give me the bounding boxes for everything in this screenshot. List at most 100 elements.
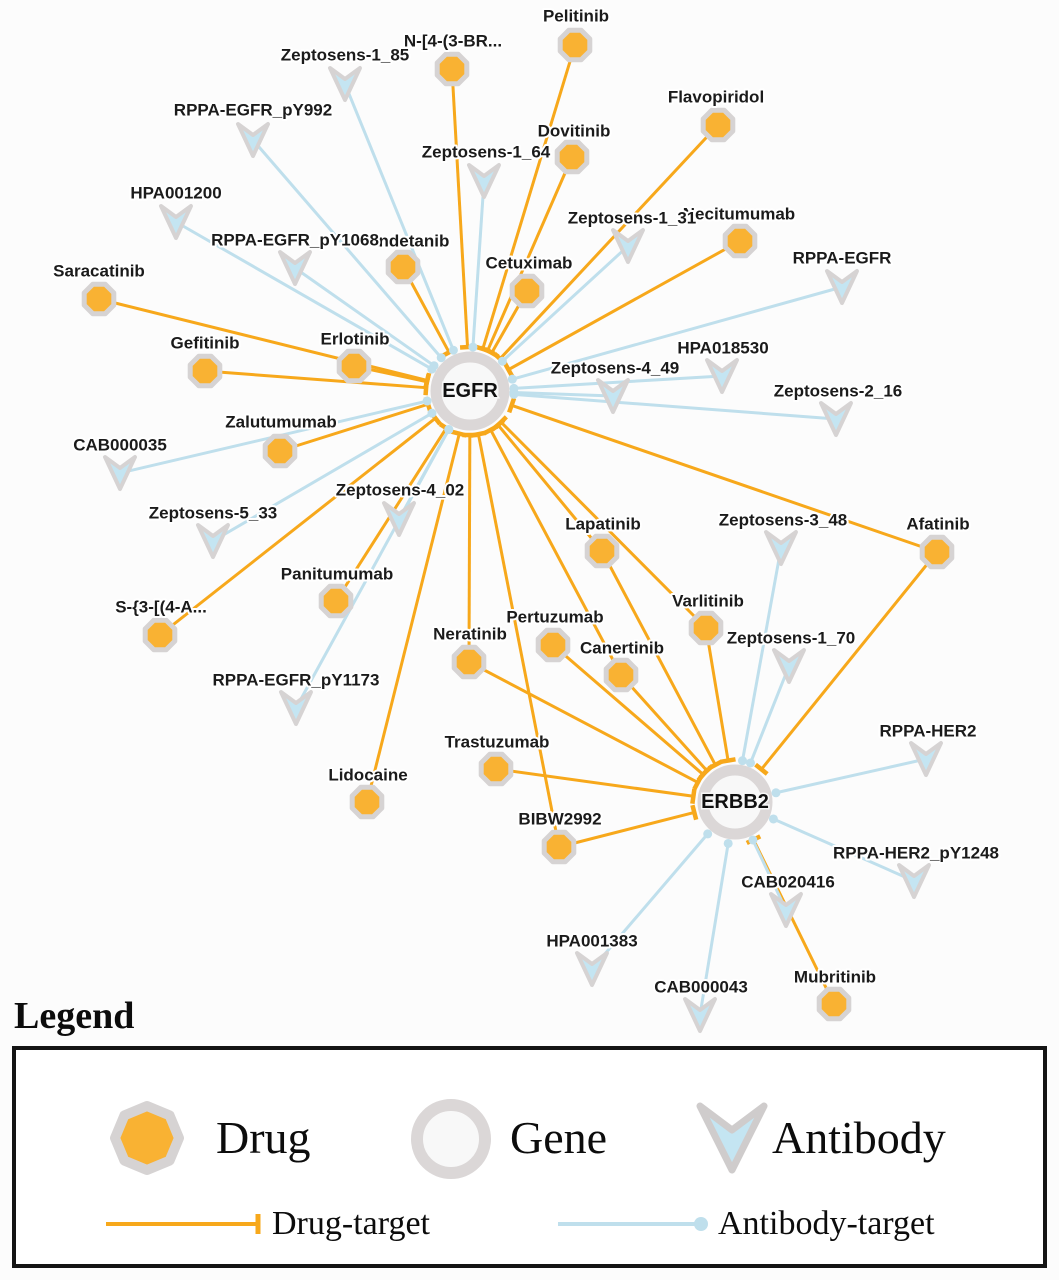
drug-node-saracatinib[interactable] bbox=[81, 281, 117, 317]
node-label: RPPA-HER2_pY1248 bbox=[833, 844, 999, 863]
drug-node-s-3-4-a[interactable] bbox=[142, 617, 178, 653]
drug-target-edge bbox=[495, 767, 697, 804]
node-label: RPPA-EGFR_pY1173 bbox=[213, 671, 380, 690]
gene-node-label: ERBB2 bbox=[701, 791, 769, 813]
drug-node-cetuximab[interactable] bbox=[509, 273, 545, 309]
antibody-target-edge bbox=[507, 285, 843, 384]
node-label: HPA018530 bbox=[677, 339, 768, 358]
antibody-node-cab000035[interactable] bbox=[103, 455, 137, 491]
drug-node-vandetanib[interactable] bbox=[385, 249, 421, 285]
antibody-target-edge bbox=[590, 829, 713, 970]
drug-node-afatinib[interactable] bbox=[919, 534, 955, 570]
antibody-node-zeptosens-1-70[interactable] bbox=[772, 648, 806, 684]
antibody-target-edge bbox=[771, 757, 927, 798]
antibody-target-edge bbox=[294, 425, 454, 709]
node-label: Dovitinib bbox=[538, 122, 611, 141]
antibody-node-hpa001200[interactable] bbox=[159, 204, 193, 240]
gene-legend-label: Gene bbox=[510, 1112, 608, 1163]
drug-target-legend-line bbox=[106, 1214, 261, 1234]
node-label: Varlitinib bbox=[672, 592, 744, 611]
antibody-node-cab000043[interactable] bbox=[683, 997, 717, 1033]
drug-target-edge bbox=[494, 415, 708, 630]
node-layer: EGFR ERBB2 bbox=[81, 27, 955, 1033]
antibody-node-hpa018530[interactable] bbox=[705, 358, 739, 394]
antibody-target-edge bbox=[497, 244, 630, 366]
drug-node-flavopiridol[interactable] bbox=[700, 107, 736, 143]
drug-target-edge bbox=[704, 627, 736, 765]
node-label: HPA001200 bbox=[130, 184, 221, 203]
drug-target-edge bbox=[619, 673, 715, 778]
gene-node-erbb2[interactable]: ERBB2 bbox=[697, 764, 773, 840]
node-label: Gefitinib bbox=[171, 334, 240, 353]
drug-node-trastuzumab[interactable] bbox=[478, 751, 514, 787]
drug-node-mubritinib[interactable] bbox=[816, 986, 852, 1022]
drug-target-edge bbox=[470, 430, 561, 848]
antibody-node-rppa-her2[interactable] bbox=[909, 741, 943, 777]
node-label: Trastuzumab bbox=[445, 733, 550, 752]
drug-node-erlotinib[interactable] bbox=[336, 348, 372, 384]
node-label: Zeptosens-5_33 bbox=[149, 504, 278, 523]
drug-node-panitumumab[interactable] bbox=[318, 583, 354, 619]
drug-node-zalutumumab[interactable] bbox=[262, 433, 298, 469]
antibody-target-edge bbox=[737, 547, 783, 766]
node-label: RPPA-EGFR_pY1068 bbox=[211, 231, 379, 250]
node-label: Pelitinib bbox=[543, 7, 609, 26]
antibody-target-edge bbox=[748, 835, 788, 911]
antibody-node-zeptosens-3-48[interactable] bbox=[764, 530, 798, 566]
node-label: Panitumumab bbox=[281, 565, 393, 584]
drug-node-pelitinib[interactable] bbox=[557, 27, 593, 63]
drug-target-edge bbox=[482, 424, 623, 676]
gene-node-egfr[interactable]: EGFR bbox=[430, 351, 510, 431]
antibody-node-rppa-egfr-py1068[interactable] bbox=[278, 250, 312, 286]
antibody-node-hpa001383[interactable] bbox=[575, 951, 609, 987]
antibody-legend-icon bbox=[696, 1102, 768, 1174]
node-label: Erlotinib bbox=[321, 330, 390, 349]
antibody-node-cab020416[interactable] bbox=[769, 892, 803, 928]
antibody-node-zeptosens-1-85[interactable] bbox=[328, 66, 362, 102]
drug-node-n-4-3-br[interactable] bbox=[434, 51, 470, 87]
antibody-node-rppa-egfr-py1173[interactable] bbox=[279, 690, 313, 726]
drug-node-lapatinib[interactable] bbox=[584, 533, 620, 569]
antibody-node-zeptosens-1-31[interactable] bbox=[611, 228, 645, 264]
drug-node-bibw2992[interactable] bbox=[541, 829, 577, 865]
node-label: BIBW2992 bbox=[518, 810, 601, 829]
antibody-node-rppa-her2-py1248[interactable] bbox=[897, 863, 931, 899]
antibody-legend-label: Antibody bbox=[772, 1112, 946, 1163]
node-label: Pertuzumab bbox=[506, 608, 603, 627]
node-label: Canertinib bbox=[580, 639, 664, 658]
antibody-node-zeptosens-4-49[interactable] bbox=[596, 378, 630, 414]
drug-node-necitumumab[interactable] bbox=[722, 223, 758, 259]
drug-node-lidocaine[interactable] bbox=[349, 784, 385, 820]
drug-target-edge bbox=[754, 551, 939, 776]
node-label: Lidocaine bbox=[328, 766, 407, 785]
drug-node-gefitinib[interactable] bbox=[187, 353, 223, 389]
antibody-node-rppa-egfr-py992[interactable] bbox=[236, 122, 270, 158]
antibody-target-edge bbox=[294, 266, 439, 371]
antibody-target-edge bbox=[698, 838, 733, 1016]
node-label: CAB000035 bbox=[73, 436, 167, 455]
antibody-target-legend-label: Antibody-target bbox=[718, 1205, 935, 1242]
node-label: HPA001383 bbox=[546, 932, 637, 951]
antibody-node-rppa-egfr[interactable] bbox=[825, 269, 859, 305]
drug-node-dovitinib[interactable] bbox=[554, 139, 590, 175]
node-label: Cetuximab bbox=[486, 254, 573, 273]
drug-legend-icon bbox=[110, 1101, 184, 1175]
antibody-node-zeptosens-2-16[interactable] bbox=[819, 401, 853, 437]
antibody-target-legend-line bbox=[558, 1217, 708, 1231]
antibody-node-zeptosens-1-64[interactable] bbox=[467, 163, 501, 199]
drug-node-varlitinib[interactable] bbox=[688, 610, 724, 646]
drug-node-pertuzumab[interactable] bbox=[535, 627, 571, 663]
node-label: Zeptosens-3_48 bbox=[719, 511, 848, 530]
drug-target-edge bbox=[552, 643, 710, 782]
drug-node-canertinib[interactable] bbox=[603, 657, 639, 693]
antibody-node-zeptosens-4-02[interactable] bbox=[382, 501, 416, 537]
node-label: Zeptosens-1_64 bbox=[422, 143, 551, 162]
node-label: RPPA-EGFR bbox=[793, 249, 892, 268]
node-label: CAB000043 bbox=[654, 978, 748, 997]
drug-target-legend-label: Drug-target bbox=[272, 1205, 430, 1242]
antibody-node-zeptosens-5-33[interactable] bbox=[196, 523, 230, 559]
node-label: Necitumumab bbox=[683, 205, 795, 224]
drug-node-neratinib[interactable] bbox=[451, 644, 487, 680]
label-layer: PelitinibN-[4-(3-BR...FlavopiridolDoviti… bbox=[51, 5, 1001, 999]
drug-target-edge bbox=[502, 239, 741, 378]
